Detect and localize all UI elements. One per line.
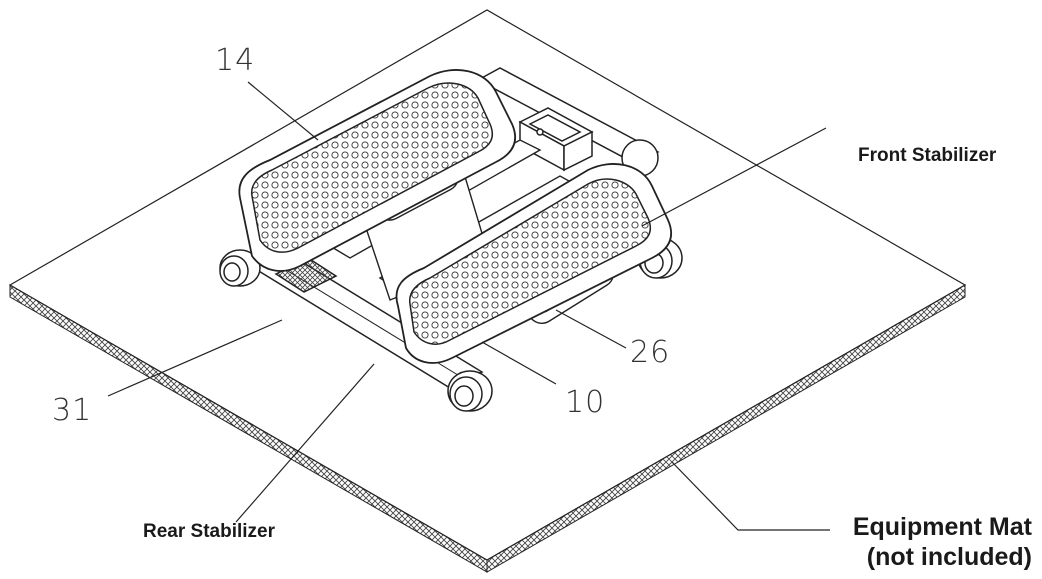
leader-26: [555, 309, 627, 349]
rear-stabilizer-label: Rear Stabilizer: [143, 521, 275, 542]
leader-equipment-mat: [671, 461, 830, 531]
leader-front-stabilizer: [641, 127, 827, 227]
callout-14: 14: [215, 43, 256, 78]
left-pedal: [238, 69, 517, 272]
right-pedal: [395, 163, 673, 364]
leader-lines: [107, 81, 830, 531]
leader-14: [247, 81, 319, 141]
equipment-mat-label-line2: (not included): [866, 543, 1032, 571]
leader-10: [481, 341, 557, 385]
equipment-mat-label-line1: Equipment Mat: [852, 513, 1032, 541]
leader-31: [107, 319, 283, 397]
callout-26: 26: [630, 335, 671, 370]
front-stabilizer-label: Front Stabilizer: [858, 145, 997, 166]
rear-left-foot: [219, 249, 261, 287]
front-stabilizer: [476, 67, 683, 279]
callout-31: 31: [52, 393, 93, 428]
equipment-mat-label: Equipment Mat (not included): [853, 512, 1032, 572]
callout-10: 10: [565, 385, 606, 420]
leader-rear-stabilizer: [235, 363, 375, 523]
display-console: [518, 107, 594, 172]
rear-right-foot: [447, 370, 493, 412]
